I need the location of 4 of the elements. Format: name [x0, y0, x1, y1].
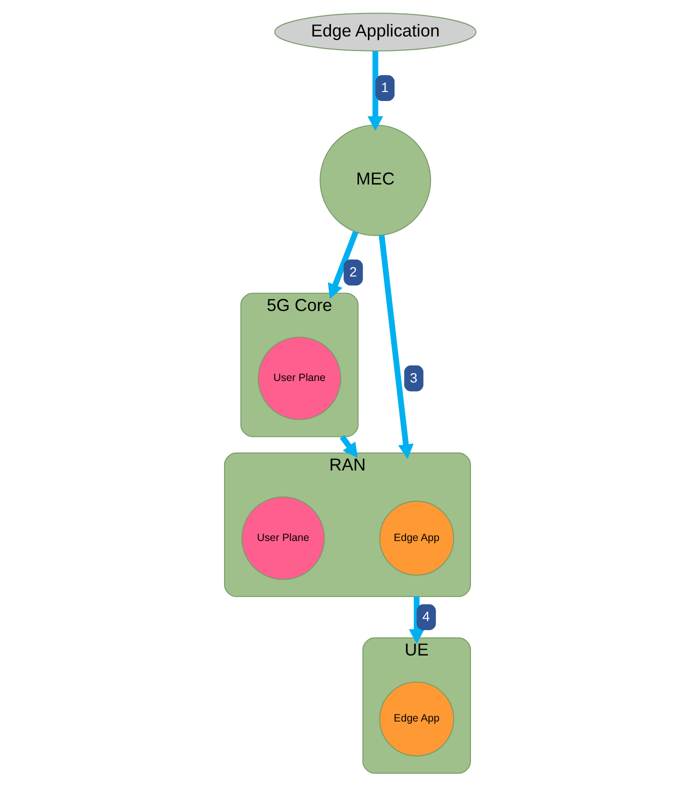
edge-label: 3: [409, 370, 417, 386]
edge-label: 2: [348, 264, 356, 280]
edge-label: 4: [422, 609, 430, 624]
edge-label: 1: [380, 80, 388, 96]
